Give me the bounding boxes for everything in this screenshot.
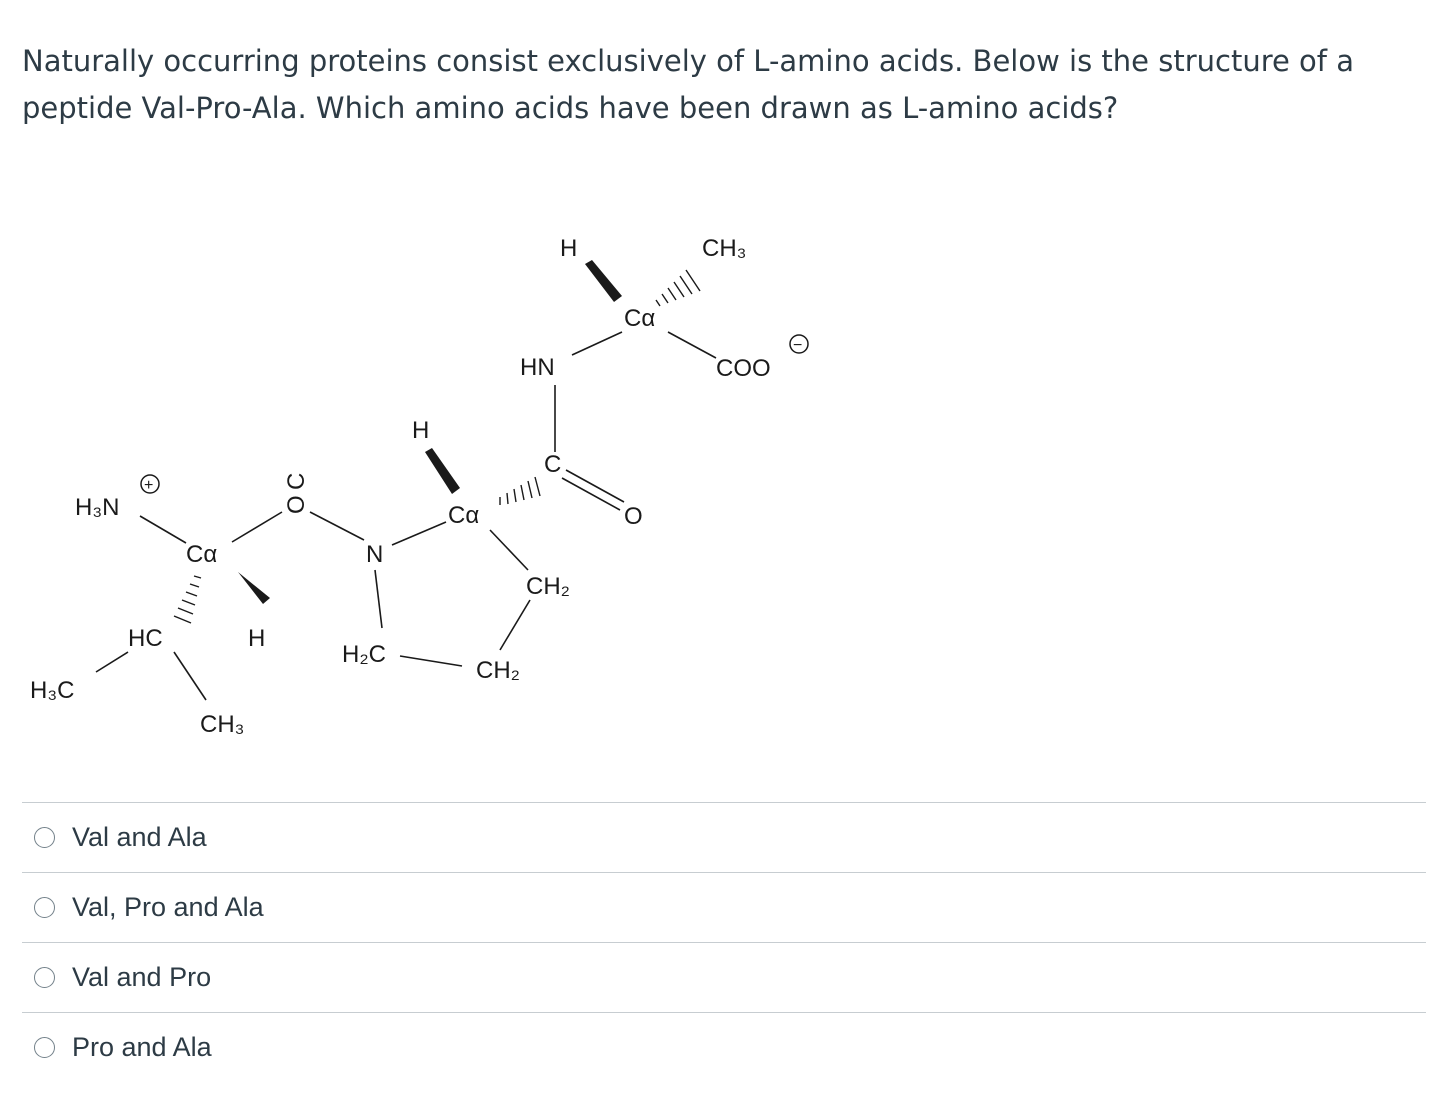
bond xyxy=(374,569,383,629)
bond xyxy=(139,515,187,544)
c-amide1-label: C xyxy=(283,473,310,490)
bond xyxy=(561,477,621,511)
bond xyxy=(95,651,129,673)
ca-ala-label: Cα xyxy=(624,305,655,332)
hashed-bond xyxy=(655,269,701,307)
radio-button[interactable] xyxy=(34,827,55,848)
positive-charge-icon xyxy=(140,474,160,494)
ch3-val-label: CH₃ xyxy=(200,711,244,738)
ca-val-label: Cα xyxy=(186,541,217,568)
answer-option-4[interactable]: Pro and Ala xyxy=(22,1012,1426,1082)
answer-option-1[interactable]: Val and Ala xyxy=(22,802,1426,872)
bond xyxy=(391,521,447,546)
answer-label: Val, Pro and Ala xyxy=(72,892,264,922)
hashed-bond xyxy=(499,476,541,505)
radio-button[interactable] xyxy=(34,1037,55,1058)
bond xyxy=(173,651,207,701)
o-amide2-label: O xyxy=(624,503,643,530)
answer-label: Val and Pro xyxy=(72,962,212,992)
ch2-pro-b-label: CH₂ xyxy=(476,657,520,684)
bond xyxy=(667,331,717,359)
answer-label: Val and Ala xyxy=(72,822,207,852)
radio-button[interactable] xyxy=(34,967,55,988)
hn-ala-label: HN xyxy=(520,354,555,381)
answer-list: Val and Ala Val, Pro and Ala Val and Pro… xyxy=(22,802,1426,1082)
hashed-bond xyxy=(173,575,202,624)
bond xyxy=(571,331,623,356)
n-pro-label: N xyxy=(366,541,383,568)
h-ala-label: H xyxy=(560,235,577,262)
bond xyxy=(489,529,529,571)
o-amide1-label: O xyxy=(283,495,310,514)
ch3-ala-label: CH₃ xyxy=(702,235,746,262)
h-val-label: H xyxy=(248,625,265,652)
coo-label: COO xyxy=(716,355,771,382)
radio-button[interactable] xyxy=(34,897,55,918)
wedge-bond xyxy=(238,572,270,604)
hc-label: HC xyxy=(128,625,163,652)
question-text: Naturally occurring proteins consist exc… xyxy=(22,44,1354,125)
bond xyxy=(231,511,283,543)
answer-option-3[interactable]: Val and Pro xyxy=(22,942,1426,1012)
bond xyxy=(309,511,365,541)
h3c-label: H₃C xyxy=(30,677,74,704)
wedge-bond xyxy=(585,260,622,302)
answer-option-2[interactable]: Val, Pro and Ala xyxy=(22,872,1426,942)
h3n-label: H₃N xyxy=(75,494,119,521)
bond xyxy=(565,469,625,503)
answer-label: Pro and Ala xyxy=(72,1032,212,1062)
bond xyxy=(399,655,463,667)
peptide-structure: H₃N + Cα H HC H₃C CH₃ O C N H Cα C xyxy=(30,235,809,738)
c-amide2-label: C xyxy=(544,451,561,478)
h2c-pro-label: H₂C xyxy=(342,641,386,668)
ch2-pro-a-label: CH₂ xyxy=(526,573,570,600)
plus-label: + xyxy=(144,477,153,494)
negative-charge-icon xyxy=(789,334,809,354)
minus-label: − xyxy=(793,337,802,354)
bond xyxy=(499,599,531,651)
h-pro-label: H xyxy=(412,417,429,444)
ca-pro-label: Cα xyxy=(448,502,479,529)
wedge-bond xyxy=(425,448,460,494)
